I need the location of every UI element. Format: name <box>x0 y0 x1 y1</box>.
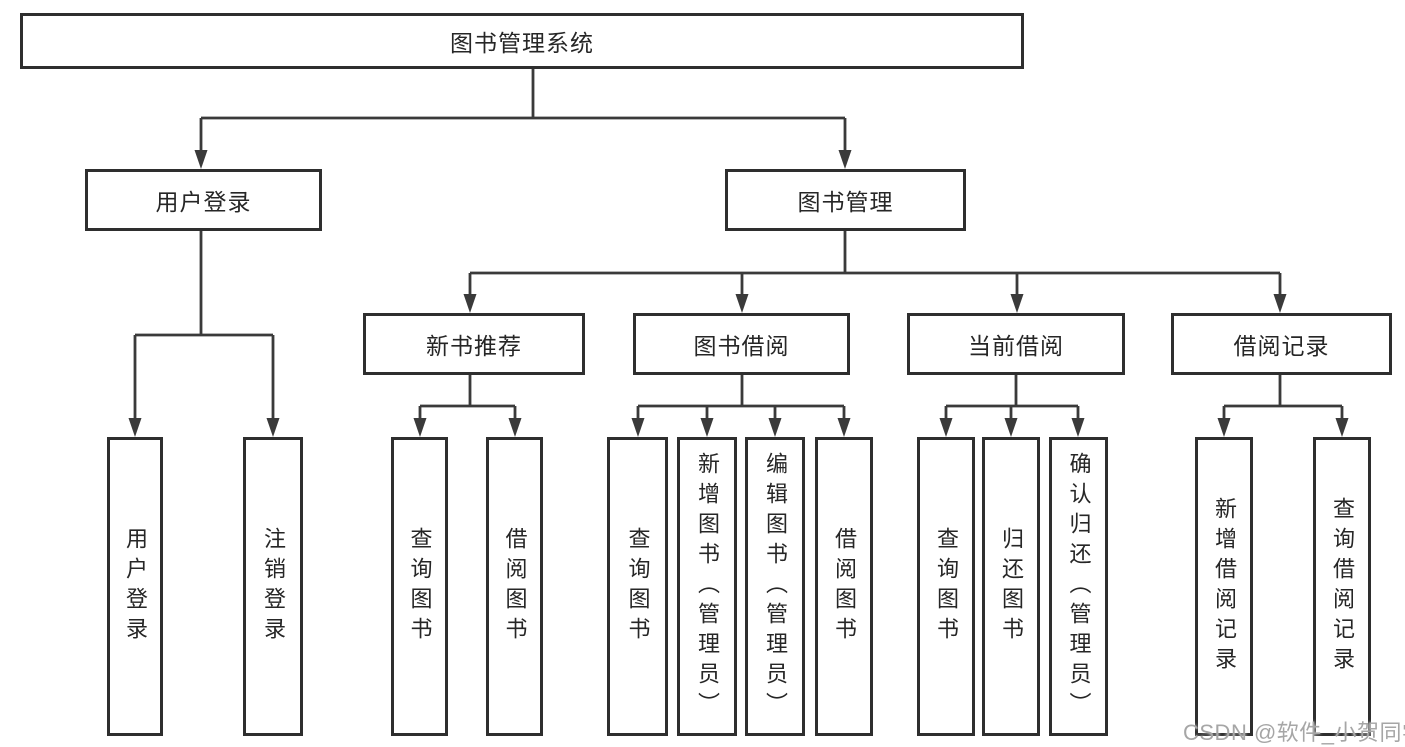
node-label: 用户登录 <box>123 526 148 647</box>
node-label: 确认归还（管理员） <box>1066 451 1092 722</box>
leaf-current-return-books: 归还图书 <box>982 437 1040 736</box>
node-label: 借阅图书 <box>502 526 528 647</box>
node-label: 新增图书（管理员） <box>695 451 720 722</box>
node-label: 注销登录 <box>261 526 286 647</box>
leaf-borrow-add-books-admin: 新增图书（管理员） <box>677 437 737 736</box>
node-label: 编辑图书（管理员） <box>763 451 788 722</box>
node-label: 查询图书 <box>407 526 433 647</box>
node-label: 归还图书 <box>999 526 1024 647</box>
node-label: 查询图书 <box>625 526 651 647</box>
node-label: 新增借阅记录 <box>1212 496 1237 677</box>
leaf-user-login: 用户登录 <box>107 437 163 736</box>
leaf-logout: 注销登录 <box>243 437 303 736</box>
node-label: 借阅图书 <box>832 526 857 647</box>
leaf-records-add-record: 新增借阅记录 <box>1195 437 1253 736</box>
node-book-management: 图书管理 <box>725 169 966 231</box>
node-label: 查询图书 <box>934 526 959 647</box>
leaf-borrow-edit-books-admin: 编辑图书（管理员） <box>745 437 805 736</box>
node-new-book-recommend: 新书推荐 <box>363 313 585 375</box>
csdn-watermark: CSDN @软件_小贺同学 <box>1183 720 1405 745</box>
node-borrow-records: 借阅记录 <box>1171 313 1392 375</box>
leaf-borrow-query-books: 查询图书 <box>607 437 668 736</box>
leaf-newbook-query-books: 查询图书 <box>391 437 448 736</box>
node-current-borrowing: 当前借阅 <box>907 313 1125 375</box>
node-user-login: 用户登录 <box>85 169 322 231</box>
node-label: 用户登录 <box>155 189 252 215</box>
node-library-system-root: 图书管理系统 <box>20 13 1024 69</box>
node-book-borrowing: 图书借阅 <box>633 313 850 375</box>
leaf-newbook-borrow-books: 借阅图书 <box>486 437 543 736</box>
node-label: 借阅记录 <box>1233 333 1330 359</box>
node-label: 图书管理系统 <box>450 30 594 56</box>
leaf-borrow-borrow-books: 借阅图书 <box>815 437 873 736</box>
node-label: 图书管理 <box>797 189 894 215</box>
node-label: 查询借阅记录 <box>1330 496 1355 677</box>
node-label: 图书借阅 <box>693 333 790 359</box>
leaf-current-query-books: 查询图书 <box>917 437 975 736</box>
leaf-records-query-record: 查询借阅记录 <box>1313 437 1371 736</box>
leaf-current-confirm-return-admin: 确认归还（管理员） <box>1049 437 1108 736</box>
node-label: 新书推荐 <box>426 333 522 359</box>
node-label: 当前借阅 <box>968 333 1064 359</box>
